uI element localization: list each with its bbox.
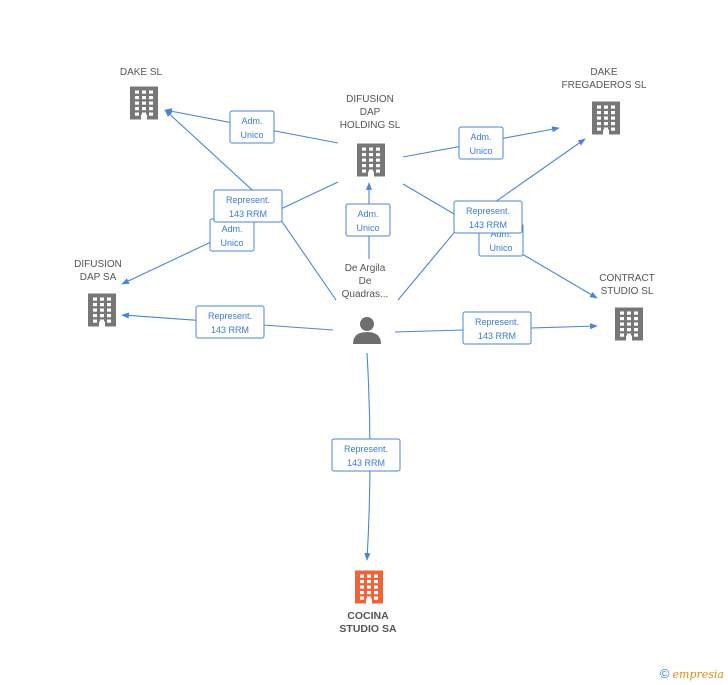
edge-label-text: Adm. [470, 132, 491, 142]
edge-label-box [458, 126, 504, 160]
edge-label-text: Adm. [221, 224, 242, 234]
edge-label-person-to-dake: Represent. 143 RRM [213, 189, 283, 223]
node-label: CONTRACT [599, 273, 655, 284]
brand-name: mpresia [679, 668, 724, 681]
node-label: DAKE [590, 67, 618, 78]
node-person[interactable]: De ArgilaDeQuadras... [342, 263, 389, 344]
node-difusion_sa[interactable]: DIFUSION DAP SA [74, 259, 122, 327]
edge-label-text: 143 RRM [469, 220, 507, 230]
node-label: DIFUSION [346, 94, 394, 105]
edge-label-text: Unico [220, 238, 243, 248]
edge-label-text: Adm. [490, 229, 511, 239]
brand-initial: e [672, 668, 680, 681]
edge-label-box [345, 203, 391, 237]
edge-label-box [213, 189, 283, 223]
node-label: DAKE SL [120, 67, 163, 78]
edge-label-text: 143 RRM [229, 209, 267, 219]
edge-label-text: Adm. [357, 209, 378, 219]
edge-label-difusion_holding-to-dake_fregaderos: Adm. Unico [458, 126, 504, 160]
edge-label-person-to-difusion_sa: Represent. 143 RRM [195, 305, 265, 339]
edge-label-text: 143 RRM [478, 331, 516, 341]
edge-label-text: Adm. [241, 116, 262, 126]
edge-label-text: Unico [469, 146, 492, 156]
node-label: Quadras... [342, 289, 389, 300]
edge-label-text: Represent. [466, 206, 510, 216]
edge-label-box [462, 311, 532, 345]
node-contract[interactable]: CONTRACT STUDIO SL [599, 273, 655, 341]
footer-brand: ©empresia [660, 666, 724, 681]
nodes-layer: DAKE SL DIFUSION DAP HOLDING SL DAKE FREGADER… [74, 67, 655, 635]
edge-label-text: Represent. [208, 311, 252, 321]
edge-label-text: Unico [489, 243, 512, 253]
edge-label-difusion_holding-to-dake: Adm. Unico [229, 110, 275, 144]
edge-label-box [453, 200, 523, 234]
edge-label-person-to-cocina: Represent. 143 RRM [331, 438, 401, 472]
node-dake_fregaderos[interactable]: DAKE FREGADEROS SL [561, 67, 647, 135]
node-label: HOLDING SL [340, 120, 401, 131]
node-dake[interactable]: DAKE SL [120, 67, 163, 120]
edge-label-person-to-contract: Represent. 143 RRM [462, 311, 532, 345]
building-icon [592, 101, 620, 135]
building-icon [615, 307, 643, 341]
node-label: STUDIO SL [601, 286, 654, 297]
building-icon [355, 570, 383, 604]
edge-label-person-to-dake_fregaderos: Represent. 143 RRM [453, 200, 523, 234]
edge-label-box [331, 438, 401, 472]
edge-label-person-to-difusion_holding: Adm. Unico [345, 203, 391, 237]
edge-label-text: Unico [240, 130, 263, 140]
building-icon [130, 86, 158, 120]
edge-label-difusion_holding-to-difusion_sa: Adm. Unico [209, 218, 255, 252]
building-icon [357, 143, 385, 177]
node-label: De [359, 276, 372, 287]
node-difusion_holding[interactable]: DIFUSION DAP HOLDING SL [340, 94, 401, 177]
node-label: DAP SA [80, 272, 117, 283]
edge-label-text: Unico [356, 223, 379, 233]
copyright-symbol: © [659, 666, 670, 681]
edge-label-text: 143 RRM [211, 325, 249, 335]
edge-label-text: Represent. [344, 444, 388, 454]
node-label: FREGADEROS SL [561, 80, 646, 91]
edge-label-box [195, 305, 265, 339]
node-label: DAP [360, 107, 381, 118]
person-icon [353, 317, 381, 344]
node-label: De Argila [345, 263, 386, 274]
edge-label-text: 143 RRM [347, 458, 385, 468]
building-icon [88, 293, 116, 327]
edge-label-text: Represent. [475, 317, 519, 327]
edge-label-text: Represent. [226, 195, 270, 205]
node-label: DIFUSION [74, 259, 122, 270]
edge-label-box [229, 110, 275, 144]
node-label: COCINA [347, 610, 389, 622]
node-label: STUDIO SA [339, 623, 397, 635]
